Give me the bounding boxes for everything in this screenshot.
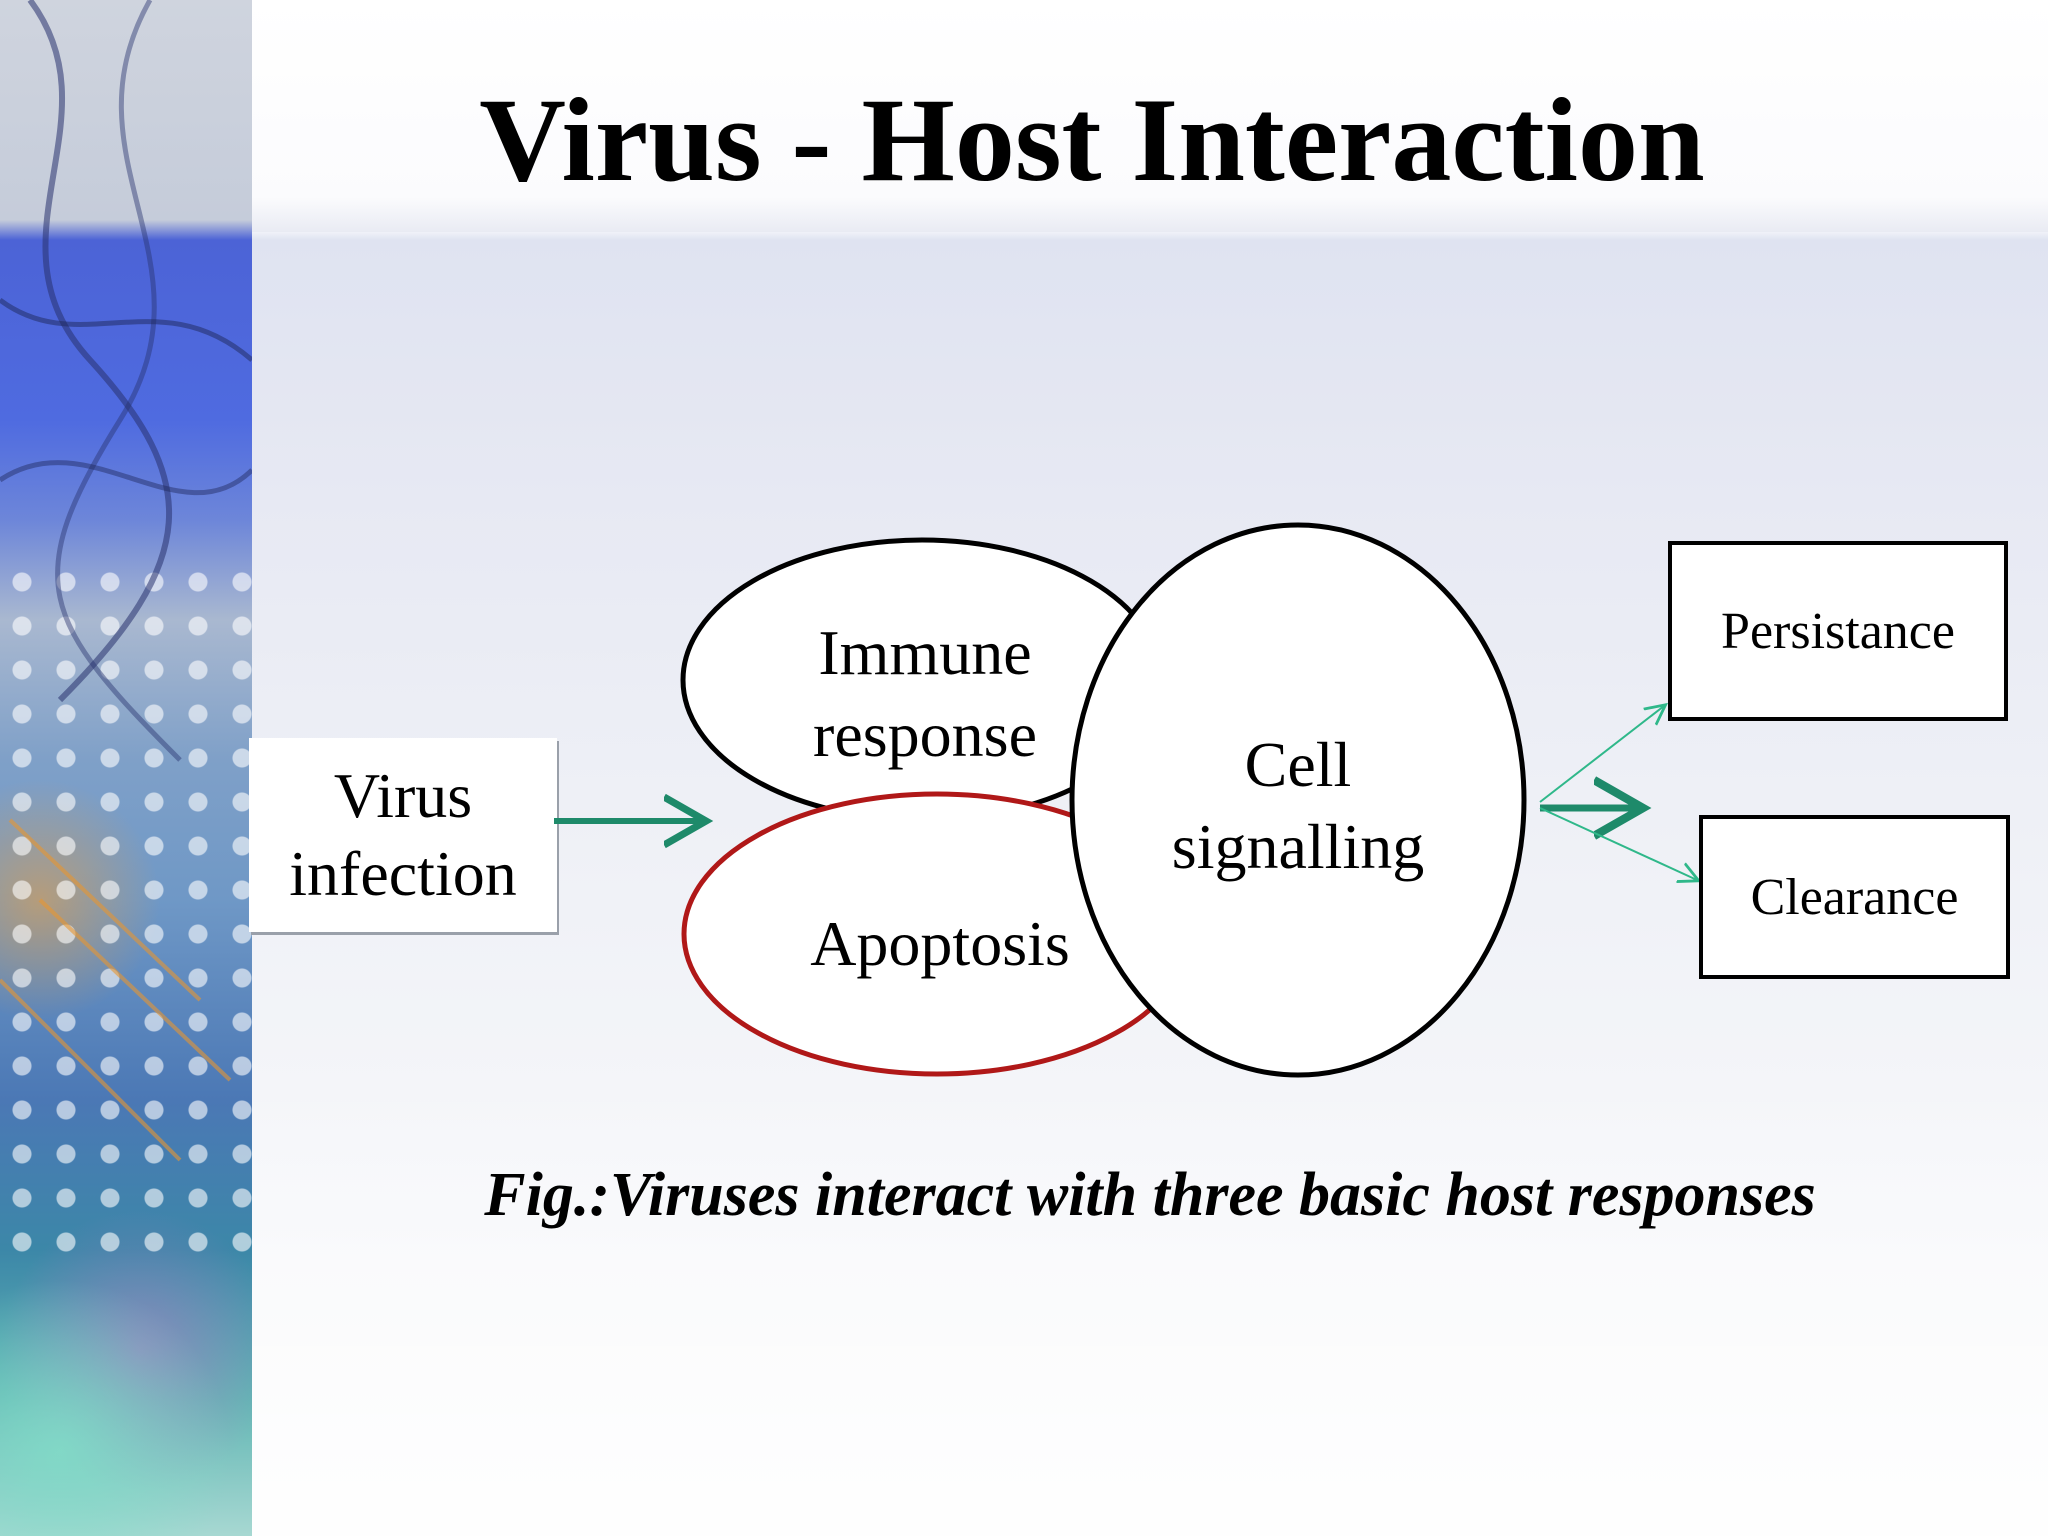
figure-caption: Fig.:Viruses interact with three basic h… — [484, 1161, 1816, 1229]
clearance-arrow — [1539, 807, 1697, 880]
clearance-box: Clearance — [1699, 815, 2010, 979]
decorative-side-panel — [0, 0, 252, 1536]
slide-title: Virus - Host Interaction — [479, 73, 1705, 206]
title-band — [252, 0, 2048, 232]
virus-infection-label-line2: infection — [289, 838, 517, 909]
clearance-label: Clearance — [1750, 868, 1959, 926]
persistence-box: Persistance — [1668, 541, 2008, 721]
apoptosis-label: Apoptosis — [810, 908, 1070, 979]
cell-signalling-ellipse — [1069, 522, 1527, 1078]
cell-signalling-label: Cell signalling — [1110, 724, 1486, 888]
virus-infection-box: Virus infection — [249, 738, 557, 932]
immune-response-label-line1: Immune — [818, 617, 1032, 688]
immune-response-label-line2: response — [813, 699, 1037, 770]
persistence-label: Persistance — [1721, 602, 1955, 660]
virus-infection-label-line1: Virus — [333, 760, 473, 831]
cell-signalling-label-line2: signalling — [1171, 811, 1425, 882]
immune-response-label: Immune response — [730, 612, 1120, 776]
decorative-dot-grid — [0, 560, 252, 1260]
decorative-wire-pattern — [0, 0, 252, 1162]
persistence-arrow — [1539, 706, 1664, 803]
cell-signalling-label-line1: Cell — [1244, 729, 1352, 800]
